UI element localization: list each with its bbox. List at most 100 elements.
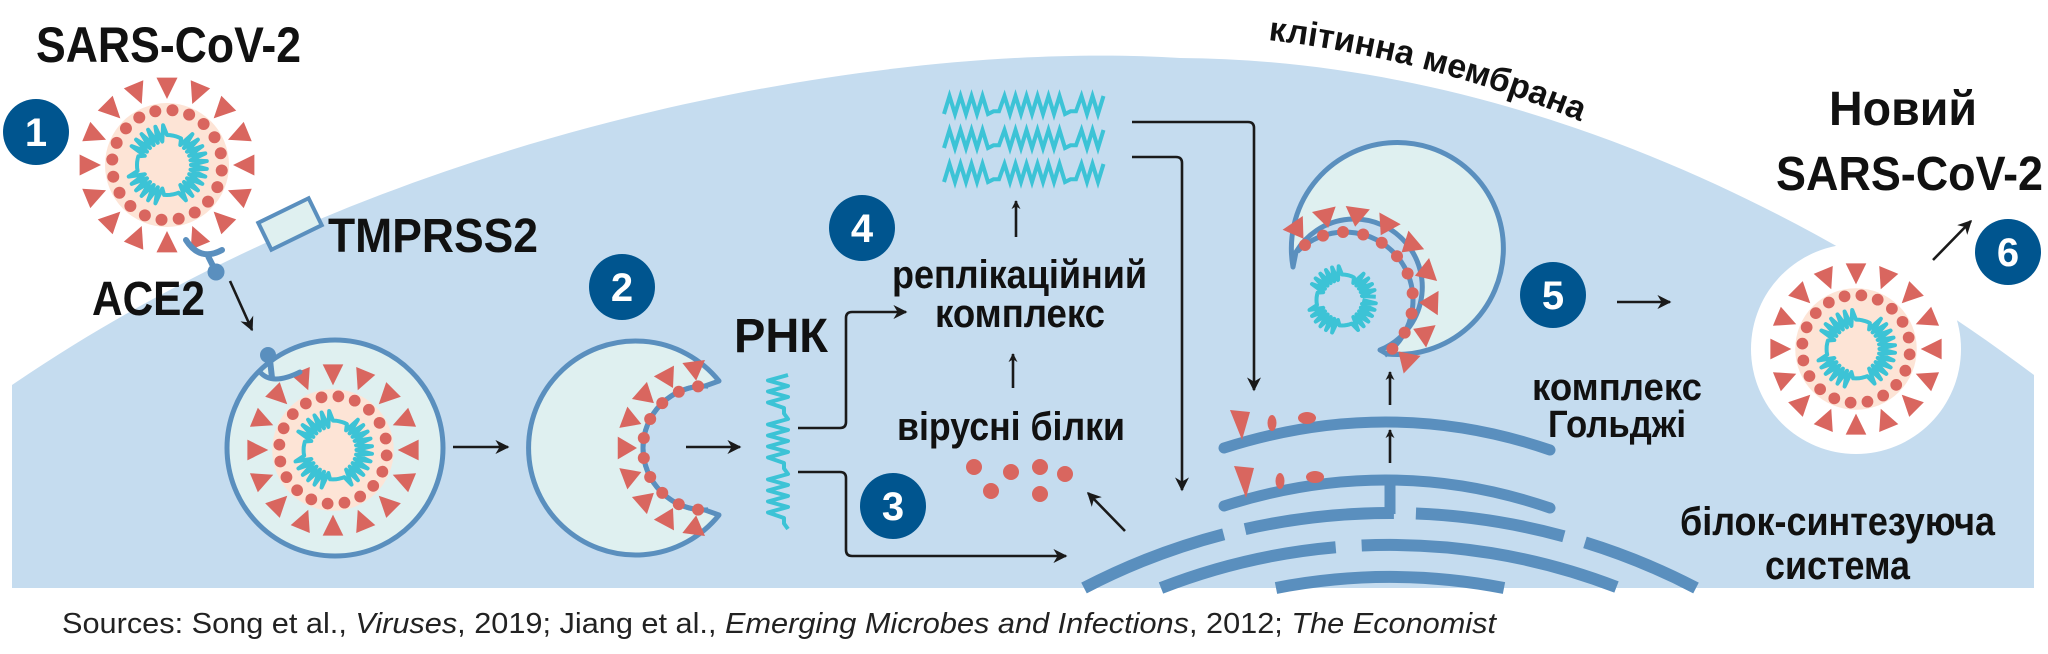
membrane-protein [208,131,221,144]
membrane-protein [332,390,345,403]
membrane-protein [291,484,304,497]
membrane-protein [1405,307,1418,320]
spike-protein [1813,408,1833,433]
new-virus-label-line2: SARS-CoV-2 [1776,148,2043,201]
assembling-envelope [1282,206,1439,374]
step-badge-number: 4 [851,207,874,251]
spike-protein [1230,410,1250,440]
membrane-protein [644,470,657,483]
arrow-exit [1932,219,1972,261]
spike-protein [265,382,288,405]
membrane-protein [113,186,126,199]
spike-protein [213,211,237,235]
spike-protein [1234,466,1254,498]
spike-protein [1788,394,1811,417]
membrane-protein [215,164,228,177]
viral-protein [1003,464,1019,480]
spike-protein [79,154,101,176]
arrow-rna-to-golgi [1132,120,1261,392]
spike-protein [378,382,401,405]
membrane-protein [1357,228,1370,241]
membrane-protein [286,408,299,421]
membrane-protein [277,422,290,435]
spike-protein [1345,206,1370,227]
arrow-entry [228,280,254,332]
sources-mid1: , 2019; Jiang et al., [457,608,725,640]
golgi-cisterna-upper [1218,416,1556,456]
membrane-protein [373,416,386,429]
step-badge-2: 2 [589,254,655,320]
membrane-protein [280,471,293,484]
membrane-protein [1800,321,1813,334]
ace2-stem [267,359,275,379]
membrane-protein [1391,250,1404,263]
spike-protein [247,439,269,461]
membrane-protein [1822,296,1835,309]
replicated-rna-strand [942,123,1106,155]
membrane-protein [1337,226,1350,239]
membrane-protein [644,413,657,426]
spike-protein [1772,306,1797,326]
spike-protein [123,80,144,105]
spike-protein [1401,230,1425,253]
spike-protein [682,515,705,536]
step-badge-6: 6 [1975,219,2041,285]
step-badge-circle [1975,219,2041,285]
membrane-protein [1828,392,1841,405]
ace2-receptor-bound [257,347,303,382]
spike-protein [378,495,401,518]
sars-cov-2-virion [79,77,255,253]
spike-protein [653,365,674,389]
membrane-protein [1386,342,1399,355]
spike-protein [227,121,252,142]
membrane-protein [656,486,669,499]
membrane-protein [1838,290,1851,303]
nucleus-ring-inner [1274,571,1506,594]
replicated-rna-strand [942,89,1106,121]
new-sars-cov-2-virion [1770,263,1942,435]
tmprss2-protease [255,195,325,253]
step-badge-number: 1 [25,111,47,155]
membrane-protein [1803,370,1816,383]
membrane-protein [119,122,132,135]
membrane-protein [379,432,392,445]
viral-protein [1032,486,1048,502]
spike-protein [190,80,211,105]
spike-protein [290,366,310,391]
spike-protein [1915,306,1940,326]
membrane-protein [1809,307,1822,320]
membrane-protein [106,153,119,166]
ace2-anchor [260,347,276,363]
spike-protein [397,439,419,461]
spike-protein [156,231,178,253]
membrane-protein [637,431,650,444]
membrane-protein [138,209,151,222]
spike-protein [290,509,310,534]
step-badge-number: 6 [1997,231,2019,275]
ace2-anchor [207,263,225,281]
virion-core [105,103,229,227]
tmprss2-label: TMPRSS2 [328,210,538,263]
spike-protein [619,468,642,490]
spike-protein [1379,212,1401,236]
spike-protein [631,492,654,515]
spike-protein [1770,338,1792,360]
spike-protein [631,381,654,404]
membrane-protein [133,111,146,124]
membrane-protein [1375,236,1388,249]
membrane-protein [107,170,120,183]
ace2-label: ACE2 [92,273,205,326]
membrane-protein [338,496,351,509]
membrane-protein [1902,331,1915,344]
arrow-rna-to-er [1132,155,1189,492]
replicated-rna-strand [942,157,1106,189]
membrane-protein [672,498,685,511]
membrane-protein [672,385,685,398]
golgi-label-line2: Гольджі [1548,404,1686,446]
spike-protein [1901,281,1924,304]
membrane-protein [1899,364,1912,377]
sources-caption: Sources: Song et al., Viruses, 2019; Jia… [62,608,1498,640]
arrow-rna-to-ribosome [798,470,1068,563]
spike-protein [1413,325,1436,348]
